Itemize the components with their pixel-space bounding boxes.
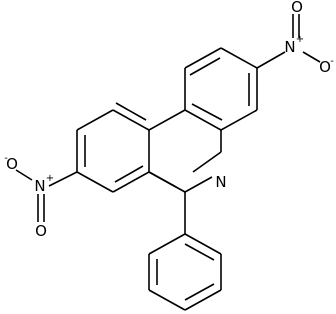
nitro-right-oxygen-right: O xyxy=(319,58,331,76)
nitro-right-nitrogen: N xyxy=(284,38,295,56)
bond xyxy=(220,109,258,131)
bond xyxy=(184,243,215,261)
bond xyxy=(189,57,221,76)
bond xyxy=(148,171,186,193)
central-pyridine-ring xyxy=(148,109,222,188)
bond xyxy=(184,283,215,301)
bond xyxy=(184,176,213,193)
nitro-left-oxygen-bottom: O xyxy=(35,222,47,240)
c6-carbon-bonds xyxy=(148,171,186,234)
bond xyxy=(112,109,150,131)
bond xyxy=(115,102,147,121)
bond xyxy=(76,109,114,131)
nitro-group-left: N + O - O xyxy=(4,153,78,240)
left-ring xyxy=(76,102,150,193)
bond xyxy=(256,51,286,69)
nitro-right-oxygen-minus: - xyxy=(330,56,334,67)
nitro-group-right: N + O O - xyxy=(256,0,334,76)
nitro-right-plus: + xyxy=(296,34,304,45)
bond xyxy=(148,289,186,311)
phenyl-ring xyxy=(148,233,222,311)
nitro-left-nitrogen: N xyxy=(34,177,45,195)
bond xyxy=(192,151,222,173)
bond xyxy=(191,103,223,121)
nitro-left-oxygen-top: O xyxy=(6,155,18,173)
nitro-right-oxygen-top: O xyxy=(291,0,303,16)
bond xyxy=(184,289,222,311)
bond xyxy=(76,171,114,193)
nitro-left-oxygen-minus: - xyxy=(4,153,8,164)
bond xyxy=(302,51,321,63)
bond xyxy=(148,233,186,255)
bond xyxy=(15,169,33,181)
bond xyxy=(184,47,222,69)
bond xyxy=(184,109,222,131)
bond xyxy=(114,165,144,183)
bond xyxy=(48,171,78,187)
nitro-left-plus: + xyxy=(46,173,54,184)
bond xyxy=(148,109,186,131)
ring-nitrogen-label: N xyxy=(215,173,226,191)
bond xyxy=(112,171,150,193)
bond xyxy=(220,47,258,69)
upper-right-ring xyxy=(184,47,258,131)
bond xyxy=(184,233,222,255)
